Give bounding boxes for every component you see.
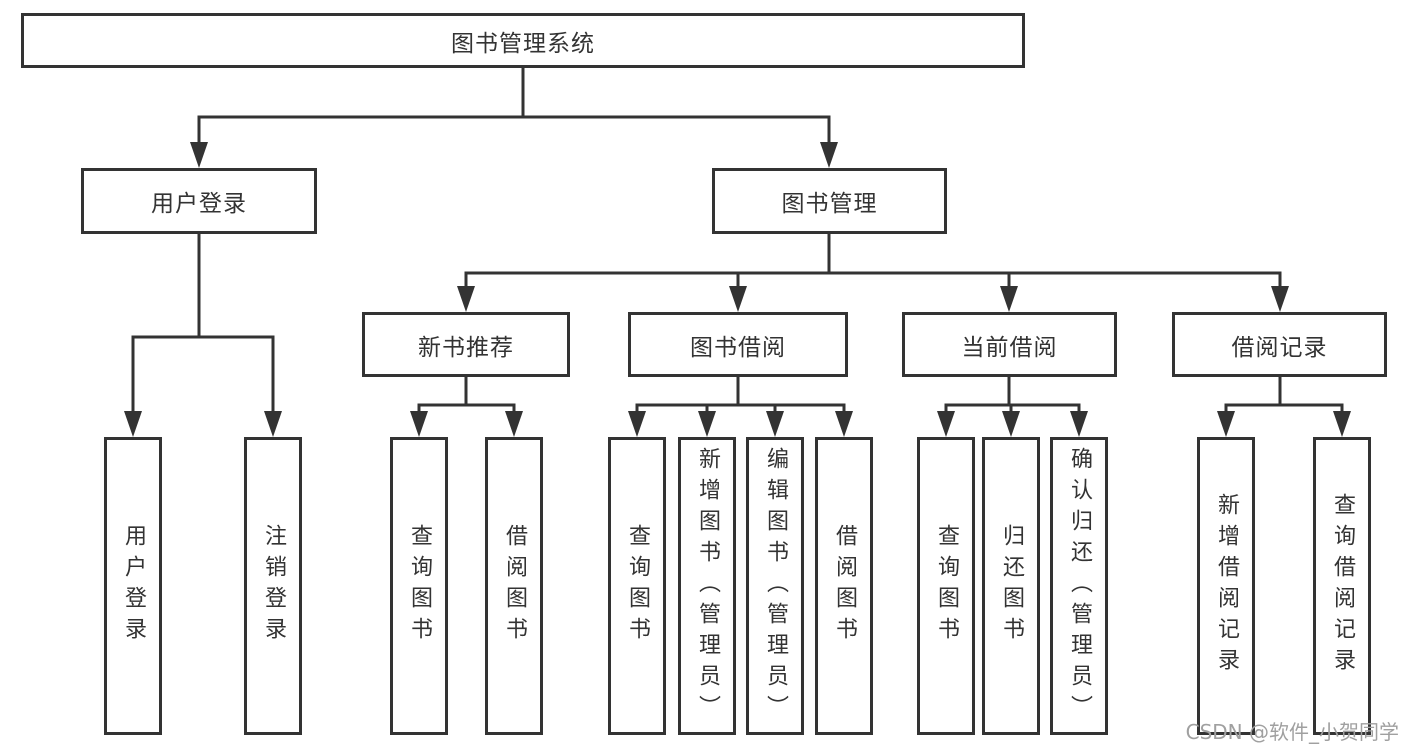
- node-borrowing-records: 借阅记录: [1172, 312, 1387, 377]
- node-leaf-return-book-label: 归还图书: [999, 524, 1024, 648]
- connector-book-borrow-to-leaves: [628, 375, 853, 437]
- node-book-management-label: 图书管理: [781, 191, 878, 217]
- node-current-borrowing: 当前借阅: [902, 312, 1117, 377]
- node-book-management: 图书管理: [712, 168, 947, 234]
- node-leaf-borrow-books-borrow: 借阅图书: [815, 437, 873, 735]
- node-book-borrowing: 图书借阅: [628, 312, 848, 377]
- node-leaf-edit-book-admin-label: 编辑图书（管理员）: [763, 446, 788, 726]
- node-leaf-query-books-recommend-label: 查询图书: [407, 524, 432, 648]
- node-leaf-add-borrow-record: 新增借阅记录: [1197, 437, 1255, 735]
- node-leaf-logout: 注销登录: [244, 437, 302, 735]
- node-leaf-borrow-books-recommend: 借阅图书: [485, 437, 543, 735]
- node-leaf-user-login-label: 用户登录: [121, 524, 146, 648]
- node-leaf-query-books-current-label: 查询图书: [934, 524, 959, 648]
- node-root-label: 图书管理系统: [451, 30, 595, 57]
- connector-book-mgmt-to-level3: [457, 231, 1289, 312]
- node-leaf-borrow-books-recommend-label: 借阅图书: [502, 524, 527, 648]
- node-leaf-logout-label: 注销登录: [261, 524, 286, 648]
- node-user-login-branch: 用户登录: [81, 168, 317, 234]
- node-current-borrowing-label: 当前借阅: [961, 334, 1058, 361]
- node-leaf-edit-book-admin: 编辑图书（管理员）: [746, 437, 804, 735]
- node-leaf-add-book-admin: 新增图书（管理员）: [678, 437, 736, 735]
- connector-borrow-record-to-leaves: [1217, 375, 1351, 437]
- connector-current-borrow-to-leaves: [937, 375, 1088, 437]
- node-leaf-query-borrow-record-label: 查询借阅记录: [1330, 493, 1355, 679]
- node-leaf-user-login: 用户登录: [104, 437, 162, 735]
- node-leaf-query-books-current: 查询图书: [917, 437, 975, 735]
- connector-new-book-rec-to-leaves: [410, 375, 523, 437]
- node-leaf-query-borrow-record: 查询借阅记录: [1313, 437, 1371, 735]
- node-leaf-add-book-admin-label: 新增图书（管理员）: [695, 446, 720, 726]
- connector-user-login-to-leaves: [124, 232, 282, 437]
- csdn-watermark: CSDN @软件_小贺同学: [1185, 720, 1399, 744]
- node-leaf-query-books-recommend: 查询图书: [390, 437, 448, 735]
- node-user-login-branch-label: 用户登录: [151, 191, 247, 217]
- node-leaf-confirm-return-admin: 确认归还（管理员）: [1050, 437, 1108, 735]
- connector-root-to-level2: [190, 66, 838, 168]
- node-leaf-return-book: 归还图书: [982, 437, 1040, 735]
- node-borrowing-records-label: 借阅记录: [1231, 334, 1328, 361]
- node-leaf-add-borrow-record-label: 新增借阅记录: [1214, 493, 1239, 679]
- node-book-borrowing-label: 图书借阅: [690, 334, 786, 361]
- node-leaf-query-books-borrow: 查询图书: [608, 437, 666, 735]
- node-leaf-query-books-borrow-label: 查询图书: [625, 524, 650, 648]
- node-root-system: 图书管理系统: [21, 13, 1025, 68]
- node-new-book-recommend: 新书推荐: [362, 312, 570, 377]
- node-new-book-recommend-label: 新书推荐: [418, 334, 514, 361]
- node-leaf-confirm-return-admin-label: 确认归还（管理员）: [1067, 446, 1092, 726]
- node-leaf-borrow-books-borrow-label: 借阅图书: [832, 524, 857, 648]
